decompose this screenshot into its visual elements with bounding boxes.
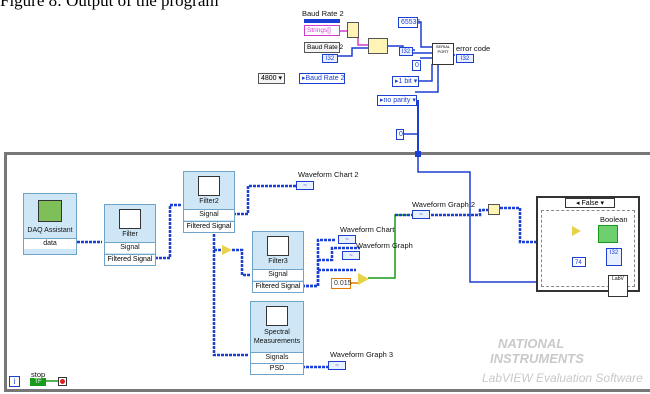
filter-name: Filter	[122, 231, 138, 238]
serial-port-node[interactable]: SERIAL PORT	[432, 43, 454, 65]
strings-terminal[interactable]: Strings[]	[304, 25, 340, 36]
daq-output: data	[24, 238, 76, 249]
format-node-icon	[347, 22, 359, 38]
boolean-label: Boolean	[600, 215, 628, 224]
waveform-graph-3-icon[interactable]: ~	[328, 361, 346, 370]
spectral-name: Spectral Measurements	[253, 329, 301, 345]
filter2-input: Signal	[184, 209, 234, 220]
stop-terminal[interactable]: TF	[30, 378, 46, 386]
not-primitive-icon	[572, 226, 581, 236]
iteration-terminal: i	[9, 376, 20, 387]
spectral-measurements-node[interactable]: Spectral Measurements Signals PSD	[250, 301, 304, 375]
while-loop[interactable]	[4, 152, 650, 392]
filter-node[interactable]: Filter Signal Filtered Signal	[104, 204, 156, 266]
spectral-input: Signals	[251, 352, 303, 363]
error-code-terminal: I32	[456, 54, 474, 63]
write-node[interactable]: I32	[606, 248, 622, 266]
waveform-chart-label: Waveform Chart	[340, 225, 395, 234]
psd-icon	[266, 306, 288, 326]
baud-rate-property-node[interactable]: ▸Baud Rate 2	[299, 73, 345, 84]
daq-icon	[38, 200, 62, 222]
filter3-name: Filter3	[268, 258, 288, 265]
baud-property-label: Baud Rate 2	[305, 75, 345, 82]
filter-output: Filtered Signal	[105, 254, 155, 265]
filter2-node[interactable]: Filter2 Signal Filtered Signal	[183, 171, 235, 233]
daq-assistant-node[interactable]: DAQ Assistant data	[23, 193, 77, 255]
const-65535[interactable]: 65535	[398, 17, 420, 28]
stop-label: stop	[31, 370, 46, 379]
waveform-chart-icon[interactable]: ~	[338, 235, 356, 244]
stop-condition-icon	[58, 377, 67, 386]
case-inner-frame	[541, 210, 635, 287]
error-code-label: error code	[456, 44, 491, 53]
filter3-node[interactable]: Filter3 Signal Filtered Signal	[252, 231, 304, 293]
baud-enum-control[interactable]: 4800 ▾	[258, 73, 285, 84]
chevron-down-icon: ▾	[278, 75, 283, 82]
build-array-icon	[368, 38, 388, 54]
baud-rate-type-terminal: I32	[322, 54, 338, 63]
chevron-right-icon: ▸	[380, 97, 384, 104]
const-74[interactable]: 74	[572, 257, 586, 267]
watermark-instruments: INSTRUMENTS	[490, 351, 584, 366]
chevron-left-icon: ◂	[575, 200, 580, 207]
threshold-constant[interactable]: 0.015	[331, 278, 352, 289]
waveform-chart-2-label: Waveform Chart 2	[298, 170, 359, 179]
spectral-output: PSD	[251, 363, 303, 374]
filter3-input: Signal	[253, 269, 303, 280]
case-selector-value: False	[581, 200, 599, 207]
labview-node-icon: LabV	[608, 275, 628, 297]
loop-tunnel	[415, 151, 421, 157]
watermark-national: NATIONAL	[498, 336, 565, 351]
waveform-graph-label: Waveform Graph	[356, 241, 413, 250]
triangle-primitive-icon	[222, 245, 232, 255]
case-selector[interactable]: ◂ False ▾	[565, 198, 615, 208]
filter2-output: Filtered Signal	[184, 221, 234, 232]
parity-enum[interactable]: ▸no parity ▾	[377, 95, 417, 106]
filter2-name: Filter2	[199, 198, 219, 205]
figure-caption: Figure 8: Output of the program	[0, 0, 219, 10]
u32-terminal: I32	[399, 47, 413, 56]
waveform-chart-2-icon[interactable]: ~	[296, 181, 314, 190]
watermark-evaluation: LabVIEW Evaluation Software	[482, 371, 643, 385]
boolean-led-icon[interactable]	[598, 225, 618, 243]
baud-rate-bar-icon	[304, 19, 340, 23]
const-zero-b[interactable]: 0	[396, 129, 404, 140]
filter-input: Signal	[105, 242, 155, 253]
stop-bit-value: 1 bit	[398, 78, 412, 85]
parity-value: no parity	[383, 97, 411, 104]
waveform-graph-2-label: Waveform Graph 2	[412, 200, 476, 209]
waveform-graph-2-icon[interactable]: ~	[412, 210, 430, 219]
build-waveform-icon	[488, 204, 500, 215]
waveform-graph-icon[interactable]: ~	[342, 251, 360, 260]
filter-icon	[267, 236, 289, 256]
filter3-output: Filtered Signal	[253, 281, 303, 292]
stop-bit-enum[interactable]: ▸1 bit ▾	[392, 76, 419, 87]
baud-enum-value: 4800	[261, 75, 277, 82]
const-zero-a[interactable]: 0	[412, 60, 421, 71]
chevron-down-icon: ▾	[600, 200, 605, 207]
filter-icon	[119, 209, 141, 229]
waveform-graph-3-label: Waveform Graph 3	[330, 350, 394, 359]
arrow-right-icon: ▸	[302, 75, 306, 82]
chevron-right-icon: ▸	[395, 78, 399, 85]
baud-rate-label-1: Baud Rate 2	[302, 9, 344, 18]
daq-name: DAQ Assistant	[27, 227, 73, 234]
compare-primitive-icon	[358, 273, 369, 285]
filter-icon	[198, 176, 220, 196]
baud-rate-control-2[interactable]: Baud Rate 2	[304, 42, 343, 53]
